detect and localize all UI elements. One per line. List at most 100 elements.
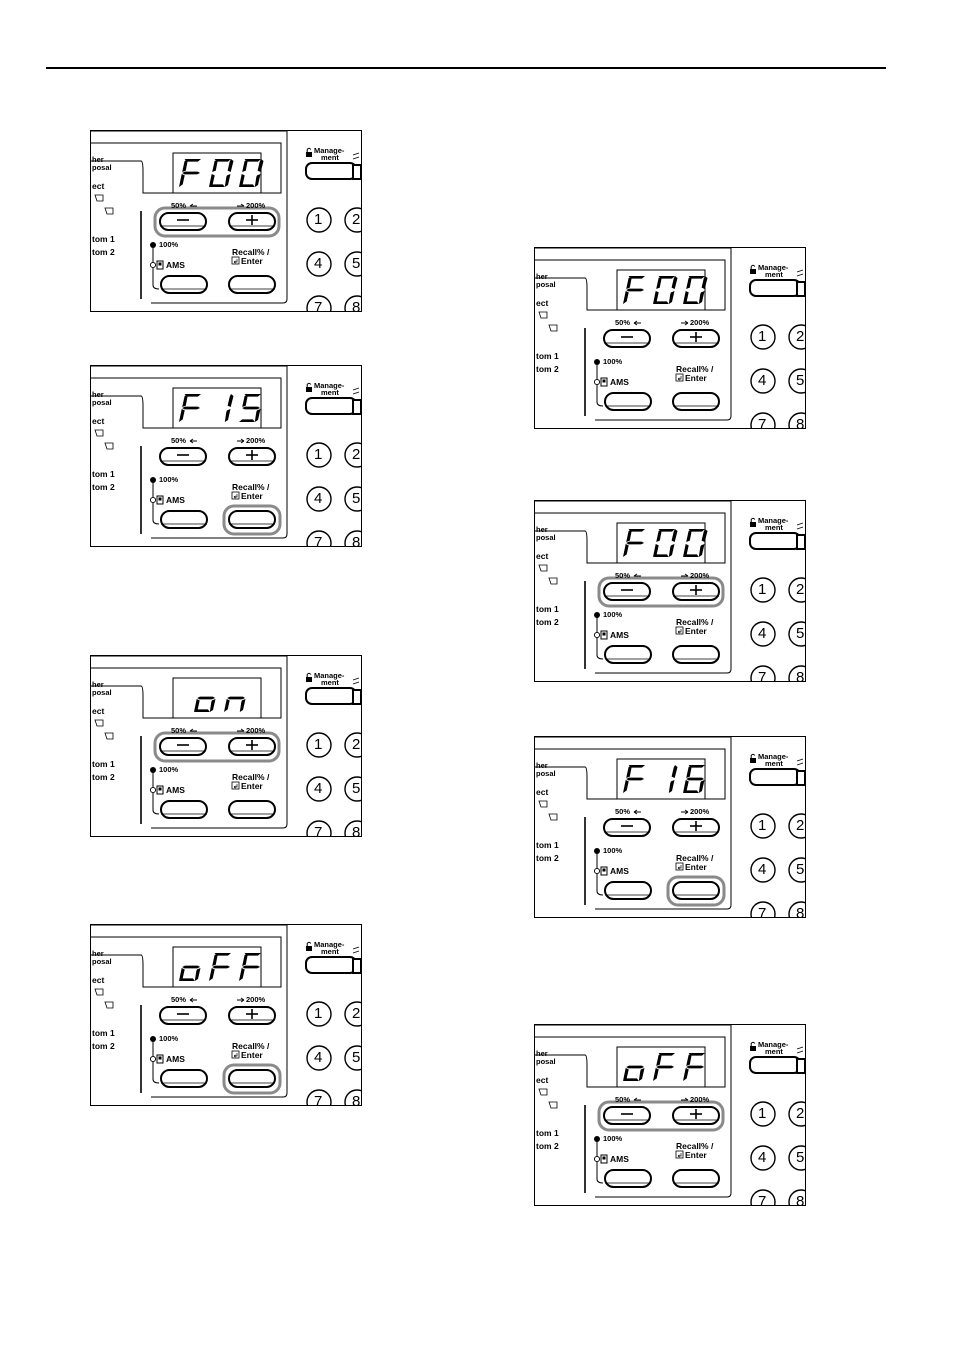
key-2-label: 2 [796, 328, 805, 345]
ams-button[interactable] [605, 393, 651, 410]
label-zoom-50: 50% [615, 807, 631, 816]
ams-button[interactable] [605, 646, 651, 663]
label-select: ect [536, 551, 549, 561]
minus-button[interactable] [604, 583, 650, 600]
label-recall: Recall% / [232, 1041, 270, 1051]
plus-button[interactable] [673, 330, 719, 347]
key-4-label: 4 [758, 861, 767, 878]
label-management: Manage- [314, 671, 345, 680]
ams-button[interactable] [161, 276, 207, 293]
management-button[interactable] [306, 398, 356, 414]
label-bottom-1: tom 1 [92, 469, 115, 479]
recall-enter-button[interactable] [229, 276, 275, 293]
label-zoom-50: 50% [615, 1095, 631, 1104]
label-zoom-200: 200% [690, 318, 710, 327]
label-other: her [92, 155, 104, 164]
plus-button[interactable] [673, 819, 719, 836]
header-rule [46, 67, 886, 69]
recall-enter-button[interactable] [673, 1170, 719, 1187]
management-button[interactable] [306, 688, 356, 704]
recall-enter-button[interactable] [673, 646, 719, 663]
label-proposal: posal [92, 398, 112, 407]
recall-enter-button[interactable] [229, 801, 275, 818]
recall-enter-button[interactable] [673, 882, 719, 899]
display-readout: F00 [617, 523, 705, 563]
display-readout: oFF [173, 947, 261, 987]
recall-enter-button[interactable] [229, 1070, 275, 1087]
label-bottom-1: tom 1 [92, 1028, 115, 1038]
minus-button[interactable] [160, 738, 206, 755]
key-1-label: 1 [758, 328, 767, 345]
minus-button[interactable] [604, 1107, 650, 1124]
control-panel-p8: her posal ect tom 1 tom 2 100% AMS 50% 2… [534, 1024, 806, 1206]
plus-button[interactable] [229, 213, 275, 230]
management-button[interactable] [750, 1057, 800, 1073]
key-1-label: 1 [758, 1105, 767, 1122]
label-other: her [536, 761, 548, 770]
label-zoom-200: 200% [246, 201, 266, 210]
key-7-label: 7 [314, 824, 323, 837]
control-panel-p3: her posal ect tom 1 tom 2 100% AMS 50% 2… [90, 655, 362, 837]
label-zoom-200: 200% [690, 807, 710, 816]
minus-button[interactable] [160, 1007, 206, 1024]
key-1-label: 1 [758, 817, 767, 834]
key-8-label: 8 [352, 1093, 361, 1106]
label-management: Manage- [758, 516, 789, 525]
label-bottom-1: tom 1 [536, 351, 559, 361]
key-5-label: 5 [796, 372, 805, 389]
label-select: ect [536, 1075, 549, 1085]
segment-display [623, 1053, 705, 1081]
key-8-label: 8 [796, 669, 805, 682]
label-other: her [536, 1049, 548, 1058]
label-bottom-1: tom 1 [536, 840, 559, 850]
label-zoom-50: 50% [171, 995, 187, 1004]
label-ams: AMS [610, 866, 629, 876]
plus-button[interactable] [673, 1107, 719, 1124]
plus-button[interactable] [229, 1007, 275, 1024]
key-4-label: 4 [758, 625, 767, 642]
recall-enter-button[interactable] [673, 393, 719, 410]
key-5-label: 5 [352, 490, 361, 507]
plus-button[interactable] [229, 738, 275, 755]
label-ams: AMS [610, 1154, 629, 1164]
label-100-percent: 100% [159, 475, 179, 484]
ams-button[interactable] [605, 1170, 651, 1187]
key-7-label: 7 [314, 534, 323, 547]
management-button[interactable] [750, 280, 800, 296]
key-8-label: 8 [352, 824, 361, 837]
label-bottom-1: tom 1 [92, 234, 115, 244]
key-4-label: 4 [314, 490, 323, 507]
segment-display [623, 276, 708, 304]
plus-button[interactable] [673, 583, 719, 600]
ams-button[interactable] [161, 801, 207, 818]
label-management: Manage- [314, 940, 345, 949]
key-1-label: 1 [314, 211, 323, 228]
minus-button[interactable] [604, 819, 650, 836]
management-button[interactable] [750, 769, 800, 785]
management-button[interactable] [306, 957, 356, 973]
label-ams: AMS [166, 260, 185, 270]
minus-button[interactable] [160, 448, 206, 465]
label-100-percent: 100% [603, 357, 623, 366]
key-7-label: 7 [758, 416, 767, 429]
ams-button[interactable] [161, 1070, 207, 1087]
management-button[interactable] [306, 163, 356, 179]
label-100-percent: 100% [603, 1134, 623, 1143]
label-ment: ment [321, 947, 339, 956]
minus-button[interactable] [604, 330, 650, 347]
label-select: ect [92, 975, 105, 985]
ams-button[interactable] [605, 882, 651, 899]
plus-button[interactable] [229, 448, 275, 465]
recall-enter-button[interactable] [229, 511, 275, 528]
key-7-label: 7 [314, 299, 323, 312]
management-button[interactable] [750, 533, 800, 549]
control-panel-p1: her posal ect tom 1 tom 2 100% AMS 50% 2… [90, 130, 362, 312]
label-recall: Recall% / [676, 364, 714, 374]
control-panel-p2: her posal ect tom 1 tom 2 100% AMS 50% 2… [90, 365, 362, 547]
ams-button[interactable] [161, 511, 207, 528]
label-zoom-50: 50% [615, 571, 631, 580]
minus-button[interactable] [160, 213, 206, 230]
display-readout: F16 [617, 759, 705, 799]
segment-display [194, 696, 246, 712]
key-1-label: 1 [314, 446, 323, 463]
